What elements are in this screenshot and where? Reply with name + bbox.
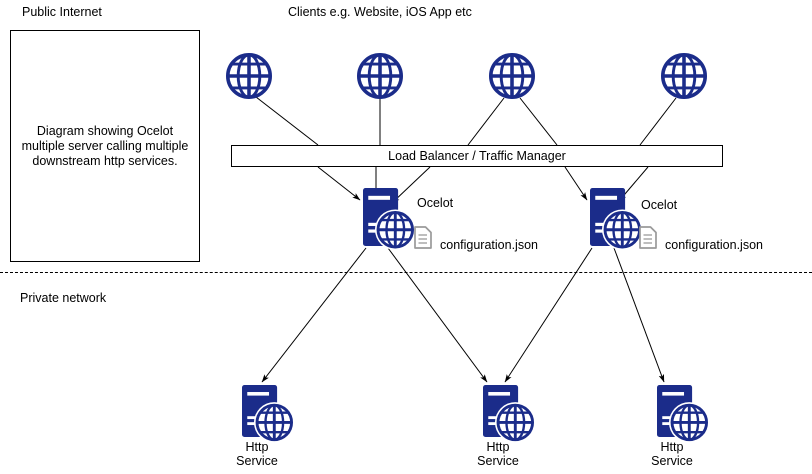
service-label-line1: Http <box>486 440 510 454</box>
zone-label-private-network: Private network <box>20 291 107 305</box>
service-label-line2: Service <box>651 454 693 468</box>
globe-icon <box>496 403 535 442</box>
config-file-label-ocelot-1: configuration.json <box>440 238 538 252</box>
connector-client-3b-to-load-balancer <box>519 97 558 146</box>
document-icon-ocelot-2[interactable] <box>639 226 657 249</box>
connector-client-3-to-load-balancer <box>467 97 505 146</box>
globe-icon-client-1 <box>226 53 273 100</box>
description-note-text: Diagram showing Ocelot multiple server c… <box>21 123 189 168</box>
connector-load-balancer-to-ocelot-2 <box>564 166 588 201</box>
description-note-box: Diagram showing Ocelot multiple server c… <box>10 30 200 262</box>
load-balancer-label: Load Balancer / Traffic Manager <box>388 149 566 163</box>
zone-label-public-internet: Public Internet <box>22 5 102 19</box>
connector-ocelot-1-to-http-service-2 <box>387 247 488 383</box>
config-file-label-ocelot-2: configuration.json <box>665 238 763 252</box>
connector-client-4-to-load-balancer <box>639 97 677 146</box>
connector-ocelot-2-to-http-service-2 <box>504 247 593 383</box>
network-boundary-divider <box>0 272 812 273</box>
globe-icon <box>255 403 294 442</box>
ocelot-1[interactable] <box>363 188 416 251</box>
service-label-line1: Http <box>245 440 269 454</box>
connector-client-1-to-load-balancer <box>255 96 319 146</box>
connector-ocelot-1-to-http-service-1 <box>261 247 367 383</box>
http-service-1[interactable] <box>242 385 295 443</box>
globe-icon-client-4 <box>660 53 707 100</box>
service-label-line2: Service <box>236 454 278 468</box>
globe-icon <box>670 403 709 442</box>
globe-icon <box>376 211 415 249</box>
http-service-3[interactable] <box>657 385 710 443</box>
clients-caption: Clients e.g. Website, iOS App etc <box>288 5 472 19</box>
globe-icon-client-2 <box>357 53 404 100</box>
load-balancer-box[interactable]: Load Balancer / Traffic Manager <box>231 145 723 167</box>
connector-load-balancer-to-ocelot-1 <box>317 166 361 201</box>
service-label-line1: Http <box>660 440 684 454</box>
connector-ocelot-2-to-http-service-3 <box>613 247 665 383</box>
http-service-2[interactable] <box>483 385 536 443</box>
gateway-label-ocelot-2: Ocelot <box>641 198 678 212</box>
ocelot-2[interactable] <box>590 188 643 251</box>
gateway-label-ocelot-1: Ocelot <box>417 196 454 210</box>
connector-load-balancer-to-ocelot-1 <box>391 166 431 204</box>
service-label-line2: Service <box>477 454 519 468</box>
globe-icon <box>603 211 642 249</box>
document-icon-ocelot-1[interactable] <box>414 226 432 249</box>
globe-icon-client-3 <box>489 53 536 100</box>
